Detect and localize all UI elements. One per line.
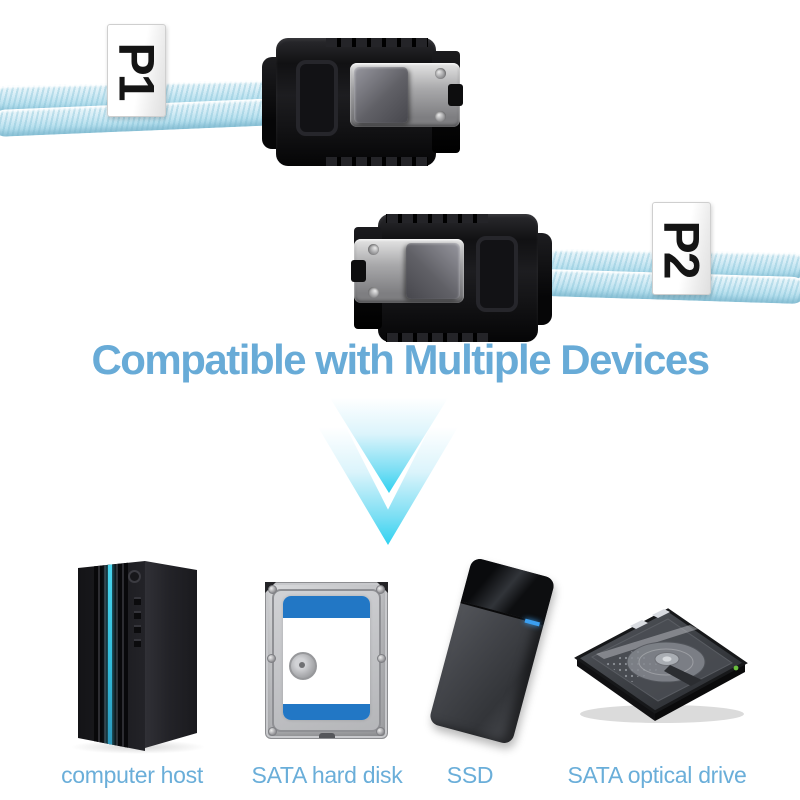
tower-led-stripe [108, 561, 112, 751]
optical-drive-port-slot [630, 620, 648, 629]
latch-notch [351, 260, 366, 282]
headline: Compatible with Multiple Devices [91, 336, 710, 383]
ssd-glossy-cap [460, 556, 556, 626]
hdd-label-blue-band [283, 704, 370, 720]
optical-drive-right-edge [655, 663, 745, 721]
hdd-bottom-notch [319, 733, 335, 738]
connector-molded-panel [476, 236, 518, 312]
ssd-enclosure [428, 556, 556, 746]
caption-computer-host: computer host [61, 762, 203, 788]
hdd-label-blue-band [283, 596, 370, 618]
connector-grip-ridges [326, 38, 428, 47]
sata-connector-p1 [262, 38, 463, 166]
tower-side-panel [145, 561, 197, 748]
optical-drive-light-bar [596, 625, 698, 659]
latch-rivet [435, 68, 446, 79]
screw-icon [376, 585, 385, 594]
caption-ssd: SSD [446, 762, 494, 788]
latch-clip [406, 243, 460, 299]
latch-rivet [368, 287, 379, 298]
optical-drive-port-slot [652, 609, 670, 618]
hdd-spindle [289, 652, 317, 680]
computer-host-image [73, 558, 201, 754]
cable-label-p2-text: P2 [653, 219, 710, 278]
latch-clip [354, 67, 408, 123]
sata-connector-p2 [351, 214, 552, 342]
optical-drive-hub-center [662, 656, 672, 662]
caption-sata-hard-disk: SATA hard disk [251, 762, 403, 788]
optical-drive-laser-sled [664, 665, 702, 686]
sata-hard-disk-image [265, 582, 388, 739]
ssd-image [427, 555, 557, 747]
optical-drive-disc-ring [638, 648, 694, 676]
optical-drive-led [733, 665, 739, 671]
screw-icon [376, 727, 385, 736]
power-button-icon [128, 570, 141, 583]
caption-sata-optical-drive: SATA optical drive [567, 762, 747, 788]
cable-label-p1-text: P1 [108, 41, 165, 100]
latch-notch [448, 84, 463, 106]
metal-latch [351, 239, 464, 303]
connector-grip-ridges [386, 214, 488, 223]
cable-label-tag-p2: P2 [652, 202, 711, 295]
tower-front-ports [134, 597, 141, 651]
connector-grip-ridges [326, 157, 428, 166]
screw-icon [377, 654, 386, 663]
optical-drive-left-edge [577, 658, 655, 721]
metal-latch [350, 63, 463, 127]
screw-icon [267, 654, 276, 663]
connector-molded-panel [296, 60, 338, 136]
cable-label-tag-p1: P1 [107, 24, 166, 117]
sata-optical-drive-image [574, 608, 748, 723]
latch-rivet [435, 111, 446, 122]
screw-icon [268, 727, 277, 736]
screw-icon [268, 585, 277, 594]
latch-rivet [368, 244, 379, 255]
tower-front-panel [78, 561, 145, 751]
